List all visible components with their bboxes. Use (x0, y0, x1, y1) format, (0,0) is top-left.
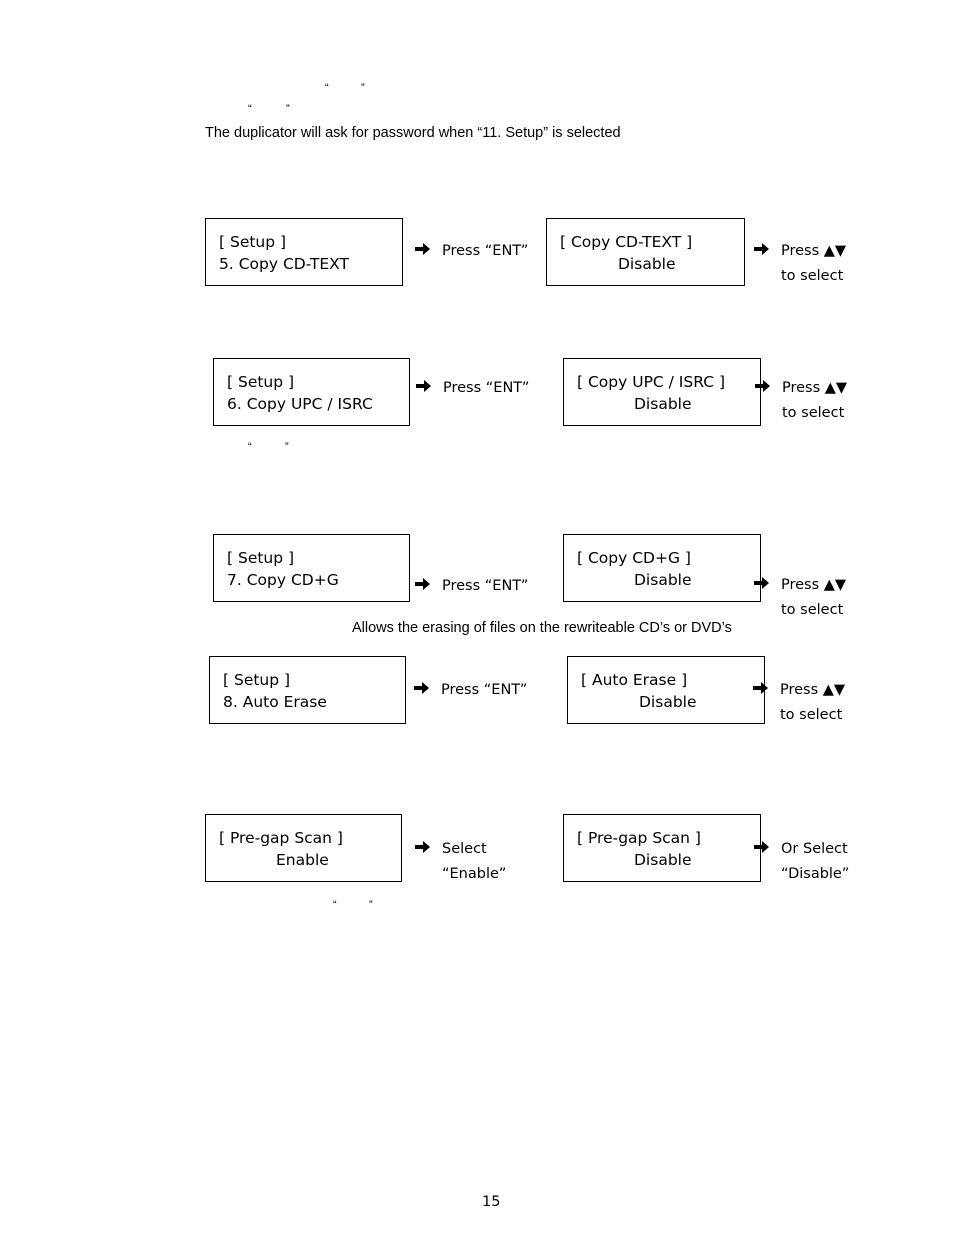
lcd-setup-copy-upc-isrc: [ Setup ] 6. Copy UPC / ISRC (213, 358, 410, 426)
lcd-line-2: 7. Copy CD+G (227, 571, 339, 589)
quote-close: ” (286, 103, 290, 115)
instruction-select-disable: Or Select “Disable” (754, 837, 849, 887)
instruction-text: Select (442, 841, 487, 857)
instruction-text: to select (780, 707, 843, 723)
instruction-press-arrows: Press ▲▼ to select (755, 376, 847, 426)
instruction-text: Press ▲▼ (781, 243, 847, 259)
instruction-text: Or Select (781, 841, 848, 857)
instruction-press-arrows: Press ▲▼ to select (754, 573, 846, 623)
instruction-text: “Disable” (781, 866, 850, 882)
instruction-text: Press “ENT” (443, 380, 530, 396)
lcd-line-1: [ Setup ] (227, 549, 295, 567)
lcd-line-1: [ Auto Erase ] (581, 671, 688, 689)
arrow-right-icon (414, 682, 429, 694)
instruction-text: Press ▲▼ (781, 577, 847, 593)
instruction-press-arrows: Press ▲▼ to select (754, 239, 846, 289)
lcd-line-2: Disable (618, 255, 676, 273)
lcd-line-1: [ Copy CD-TEXT ] (560, 233, 693, 251)
auto-erase-note: Allows the erasing of files on the rewri… (352, 620, 732, 636)
arrow-right-icon (416, 380, 431, 392)
quote-close: ” (285, 441, 289, 453)
lcd-line-1: [ Setup ] (227, 373, 295, 391)
instruction-press-arrows: Press ▲▼ to select (753, 678, 845, 728)
lcd-setup-copy-cd-text: [ Setup ] 5. Copy CD-TEXT (205, 218, 403, 286)
lcd-copy-cd-text-option: [ Copy CD-TEXT ] Disable (546, 218, 745, 286)
lcd-line-2: 6. Copy UPC / ISRC (227, 395, 373, 413)
lcd-line-2: 8. Auto Erase (223, 693, 327, 711)
lcd-line-2: Disable (634, 851, 692, 869)
instruction-text: to select (781, 268, 844, 284)
lcd-copy-cd-g-option: [ Copy CD+G ] Disable (563, 534, 761, 602)
quote-close: ” (369, 899, 373, 911)
instruction-text: Press ▲▼ (782, 380, 848, 396)
quote-open: “ (325, 82, 329, 94)
lcd-line-1: [ Pre-gap Scan ] (577, 829, 701, 847)
instruction-press-ent: Press “ENT” (414, 678, 527, 703)
quote-open: “ (248, 441, 252, 453)
arrow-right-icon (755, 380, 770, 392)
quote-open: “ (248, 103, 252, 115)
lcd-line-1: [ Copy UPC / ISRC ] (577, 373, 726, 391)
lcd-line-1: [ Pre-gap Scan ] (219, 829, 343, 847)
arrow-right-icon (415, 841, 430, 853)
lcd-line-2: Disable (634, 571, 692, 589)
lcd-pre-gap-scan-disable: [ Pre-gap Scan ] Disable (563, 814, 761, 882)
lcd-line-2: 5. Copy CD-TEXT (219, 255, 349, 273)
quote-open: “ (333, 899, 337, 911)
page-number: 15 (482, 1194, 501, 1210)
instruction-text: Press “ENT” (442, 243, 529, 259)
arrow-right-icon (415, 578, 430, 590)
instruction-press-ent: Press “ENT” (416, 376, 529, 401)
lcd-auto-erase-option: [ Auto Erase ] Disable (567, 656, 765, 724)
lcd-line-1: [ Setup ] (219, 233, 287, 251)
lcd-copy-upc-isrc-option: [ Copy UPC / ISRC ] Disable (563, 358, 761, 426)
lcd-setup-auto-erase: [ Setup ] 8. Auto Erase (209, 656, 406, 724)
instruction-text: Press “ENT” (441, 682, 528, 698)
instruction-press-ent: Press “ENT” (415, 239, 528, 264)
instruction-text: “Enable” (442, 866, 507, 882)
instruction-text: Press ▲▼ (780, 682, 846, 698)
arrow-right-icon (754, 841, 769, 853)
lcd-line-2: Disable (634, 395, 692, 413)
lcd-line-1: [ Setup ] (223, 671, 291, 689)
instruction-text: to select (782, 405, 845, 421)
quote-close: ” (361, 82, 365, 94)
lcd-pre-gap-scan-enable: [ Pre-gap Scan ] Enable (205, 814, 402, 882)
lcd-setup-copy-cd-g: [ Setup ] 7. Copy CD+G (213, 534, 410, 602)
instruction-press-ent: Press “ENT” (415, 574, 528, 599)
instruction-text: to select (781, 602, 844, 618)
intro-text: The duplicator will ask for password whe… (205, 125, 621, 141)
lcd-line-1: [ Copy CD+G ] (577, 549, 691, 567)
lcd-line-2: Disable (639, 693, 697, 711)
instruction-select-enable: Select “Enable” (415, 837, 506, 887)
arrow-right-icon (415, 243, 430, 255)
arrow-right-icon (754, 243, 769, 255)
lcd-line-2: Enable (276, 851, 329, 869)
arrow-right-icon (753, 682, 768, 694)
arrow-right-icon (754, 577, 769, 589)
instruction-text: Press “ENT” (442, 578, 529, 594)
